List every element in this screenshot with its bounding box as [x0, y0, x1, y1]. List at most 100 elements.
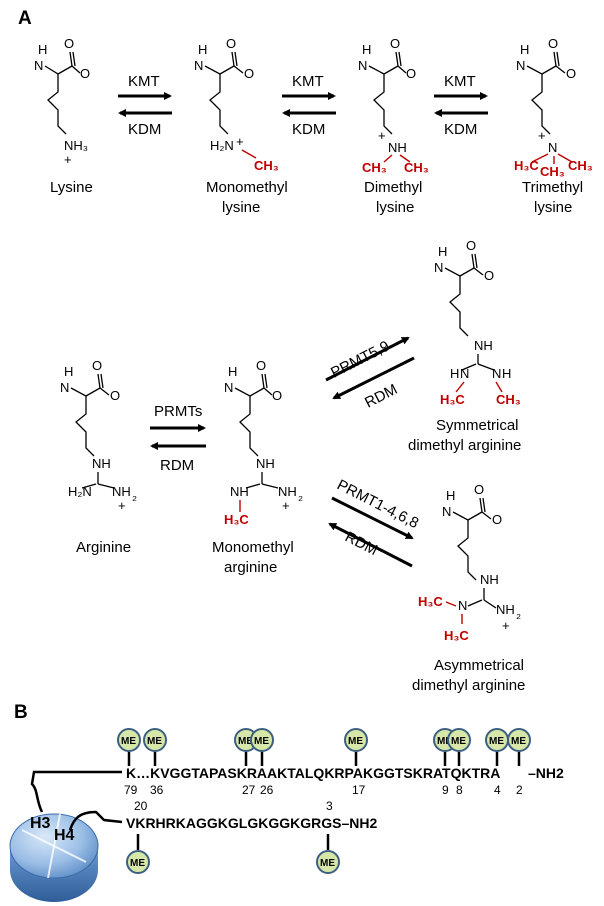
svg-text:NH₃: NH₃ — [64, 138, 88, 153]
svg-text:ME: ME — [348, 736, 363, 747]
svg-text:H₃C: H₃C — [440, 392, 465, 407]
svg-text:27: 27 — [242, 783, 256, 797]
symmetric-label-2: dimethyl arginine — [408, 437, 521, 454]
dimethyl-lysine-label-2: lysine — [376, 199, 414, 216]
dimethyl-lysine-structure: H N O O + NH CH₃ CH₃ — [358, 36, 429, 175]
svg-text:N: N — [224, 380, 233, 395]
svg-text:+: + — [118, 498, 126, 513]
lysine-structure: H N O O NH₃ + — [34, 36, 90, 167]
asymmetric-label-1: Asymmetrical — [434, 657, 524, 674]
svg-text:NH: NH — [256, 456, 275, 471]
asymmetric-label-2: dimethyl arginine — [412, 677, 525, 694]
kmt-label-2: KMT — [292, 73, 324, 90]
svg-text:O: O — [226, 36, 236, 51]
me-mark-r8: ME — [447, 728, 471, 766]
h4-me-marks: ME ME — [126, 834, 340, 874]
h3-me-marks: ME ME ME ME ME ME ME ME ME — [117, 728, 531, 766]
svg-text:9: 9 — [442, 783, 449, 797]
svg-text:H: H — [198, 42, 207, 57]
svg-text:ME: ME — [121, 736, 136, 747]
svg-text:H₃C: H₃C — [444, 628, 469, 643]
h3-position-numbers: 79 36 27 26 17 9 8 4 2 — [124, 783, 523, 797]
svg-text:O: O — [80, 66, 90, 81]
me-mark-h4-k20: ME — [126, 834, 150, 874]
panel-b-label: B — [14, 702, 28, 723]
svg-text:ME: ME — [437, 736, 452, 747]
svg-text:N: N — [516, 58, 525, 73]
svg-text:O: O — [244, 66, 254, 81]
svg-text:ME: ME — [254, 736, 269, 747]
h4-tail-sequence: VKRHRKAGGKGLGKGGKGRGS–NH2 — [126, 815, 377, 831]
svg-text:NH: NH — [230, 484, 249, 499]
svg-text:H₂N: H₂N — [68, 484, 92, 499]
svg-text:H: H — [228, 364, 237, 379]
svg-text:O: O — [390, 36, 400, 51]
svg-text:N: N — [34, 58, 43, 73]
svg-text:20: 20 — [134, 799, 148, 813]
svg-text:+: + — [378, 128, 386, 143]
svg-text:H: H — [362, 42, 371, 57]
svg-text:O: O — [566, 66, 576, 81]
lysine-reaction-arrows — [118, 92, 488, 117]
svg-text:N: N — [60, 380, 69, 395]
svg-text:17: 17 — [352, 783, 366, 797]
svg-text:₂: ₂ — [132, 488, 137, 503]
svg-text:NH: NH — [278, 484, 297, 499]
kmt-label-3: KMT — [444, 73, 476, 90]
kdm-label-1: KDM — [128, 121, 161, 138]
svg-text:4: 4 — [494, 783, 501, 797]
me-mark-r26: ME — [250, 728, 274, 766]
svg-text:ME: ME — [451, 736, 466, 747]
svg-text:CH₃: CH₃ — [404, 160, 429, 175]
h4-position-numbers: 20 3 — [134, 799, 333, 813]
prmts-label: PRMTs — [154, 403, 202, 420]
svg-text:O: O — [484, 268, 494, 283]
svg-text:O: O — [92, 358, 102, 373]
trimethyl-lysine-structure: H N O O + N H₃C CH₃ CH₃ — [514, 36, 593, 179]
svg-text:+: + — [538, 128, 546, 143]
svg-text:NH: NH — [496, 602, 515, 617]
rdm-label-2: RDM — [362, 381, 400, 412]
svg-text:+: + — [282, 498, 290, 513]
kmt-label-1: KMT — [128, 73, 160, 90]
svg-text:O: O — [64, 36, 74, 51]
h3-label: H3 — [30, 815, 51, 832]
svg-text:CH₃: CH₃ — [540, 164, 565, 179]
svg-text:H: H — [450, 366, 459, 381]
arginine-structure: H N O O NH H₂N NH ₂ + — [60, 358, 137, 513]
dimethyl-lysine-label-1: Dimethyl — [364, 179, 422, 196]
svg-text:₂: ₂ — [516, 606, 521, 621]
svg-text:H: H — [64, 364, 73, 379]
svg-text:N: N — [458, 598, 467, 613]
svg-text:79: 79 — [124, 783, 138, 797]
svg-text:NH: NH — [480, 572, 499, 587]
svg-text:N: N — [492, 366, 501, 381]
me-mark-h4-r3: ME — [316, 834, 340, 874]
svg-text:N: N — [434, 260, 443, 275]
svg-text:NH: NH — [112, 484, 131, 499]
svg-text:ME: ME — [238, 736, 253, 747]
svg-text:8: 8 — [456, 783, 463, 797]
trimethyl-lysine-label-1: Trimethyl — [522, 179, 583, 196]
monomethyl-arginine-structure: H N O O NH NH NH ₂ + H₃C — [224, 358, 303, 527]
svg-text:N: N — [548, 140, 557, 155]
rdm-label-3: RDM — [342, 528, 380, 559]
svg-text:NH: NH — [92, 456, 111, 471]
svg-text:NH: NH — [388, 140, 407, 155]
svg-text:ME: ME — [147, 736, 162, 747]
svg-text:₂: ₂ — [298, 488, 303, 503]
svg-text:N: N — [194, 58, 203, 73]
monomethyl-lysine-label-1: Monomethyl — [206, 179, 288, 196]
svg-text:+: + — [502, 618, 510, 633]
monomethyl-arginine-label-2: arginine — [224, 559, 277, 576]
monomethyl-lysine-label-2: lysine — [222, 199, 260, 216]
svg-text:H: H — [446, 488, 455, 503]
panel-a-label: A — [18, 8, 32, 29]
svg-text:H: H — [38, 42, 47, 57]
svg-text:CH₃: CH₃ — [496, 392, 521, 407]
svg-text:H: H — [520, 42, 529, 57]
svg-text:3: 3 — [326, 799, 333, 813]
svg-text:CH₃: CH₃ — [362, 160, 387, 175]
svg-text:NH: NH — [474, 338, 493, 353]
svg-text:ME: ME — [511, 736, 526, 747]
